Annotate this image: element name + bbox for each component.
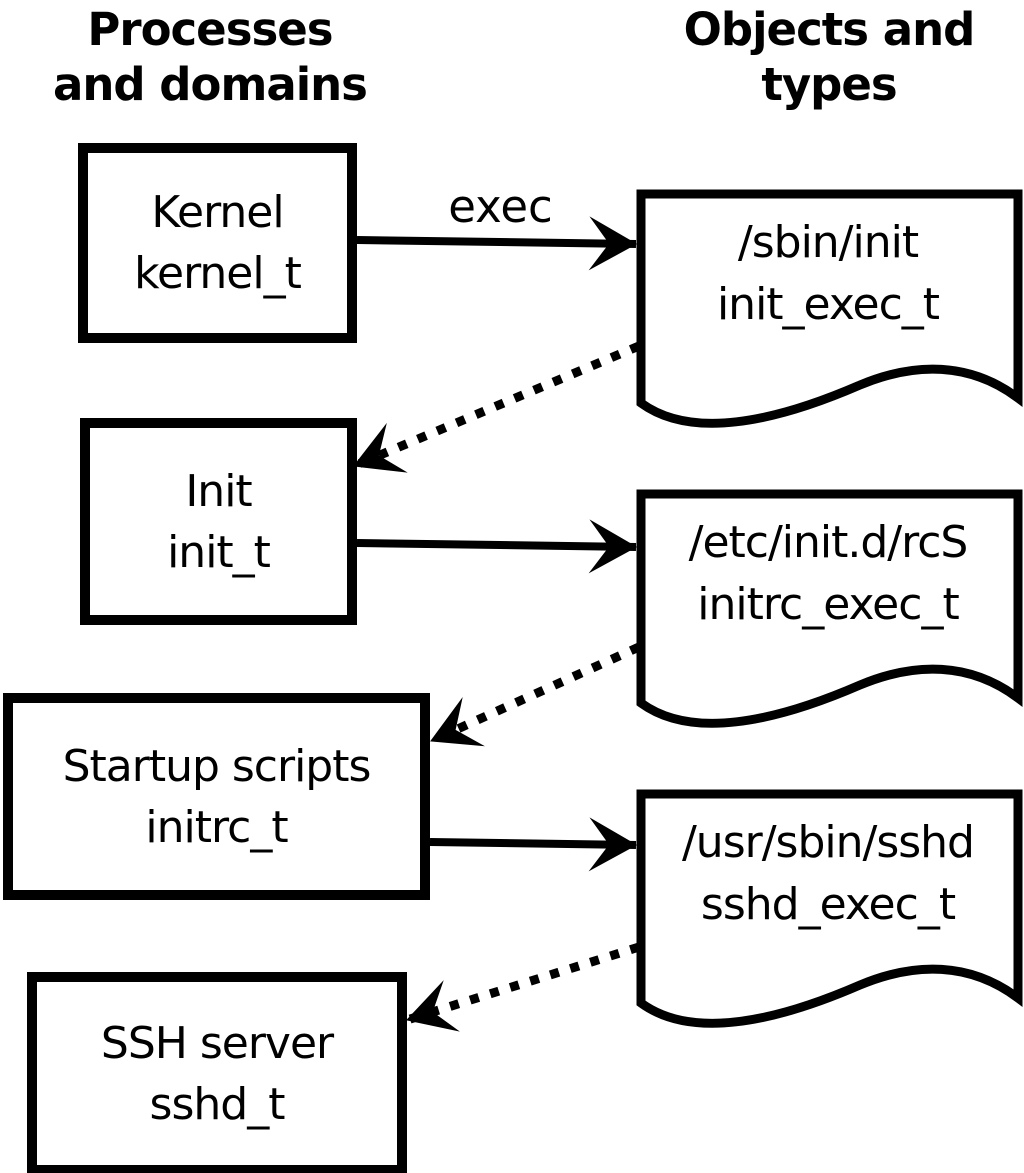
object-label-sbin-init: /sbin/init init_exec_t (638, 212, 1018, 336)
object-type: sshd_exec_t (700, 879, 956, 930)
header-line: Processes (87, 3, 333, 56)
header-line: and domains (53, 58, 368, 111)
object-type: initrc_exec_t (697, 579, 959, 630)
column-header-processes-and-domains: Processes and domains (10, 2, 410, 112)
object-label-usr-sbin-sshd: /usr/sbin/sshd sshd_exec_t (638, 812, 1018, 936)
process-box-startup-scripts: Startup scripts initrc_t (3, 693, 430, 900)
process-box-init: Init init_t (80, 418, 357, 625)
object-path: /usr/sbin/sshd (681, 817, 975, 868)
edge-label-exec: exec (448, 180, 553, 233)
solid-arrow-init-to-initrc-exec (356, 519, 637, 574)
process-domain-type: initrc_t (145, 801, 288, 853)
object-type: init_exec_t (716, 279, 940, 330)
process-box-ssh-server: SSH server sshd_t (27, 972, 407, 1173)
dotted-arrow-init-exec-to-init (352, 341, 641, 473)
object-path: /sbin/init (737, 217, 919, 268)
process-domain-type: kernel_t (134, 248, 302, 299)
process-domain-type: init_t (167, 526, 271, 578)
solid-arrow-kernel-to-init-exec (356, 216, 637, 271)
solid-arrow-initrc-to-sshd-exec (429, 817, 637, 872)
process-domain-type: sshd_t (149, 1078, 286, 1130)
process-box-kernel: Kernel kernel_t (78, 143, 357, 343)
process-name: Startup scripts (62, 740, 372, 792)
header-line: types (761, 58, 897, 111)
dotted-arrow-initrc-exec-to-initrc (429, 642, 641, 747)
column-header-objects-and-types: Objects and types (632, 2, 1024, 112)
process-name: SSH server (100, 1017, 334, 1069)
object-path: /etc/init.d/rcS (688, 517, 969, 568)
process-name: Kernel (151, 187, 284, 238)
dotted-arrow-sshd-exec-to-sshd (405, 942, 641, 1032)
header-line: Objects and (683, 3, 976, 56)
process-name: Init (185, 465, 252, 517)
object-label-etc-initd-rcs: /etc/init.d/rcS initrc_exec_t (638, 512, 1018, 636)
